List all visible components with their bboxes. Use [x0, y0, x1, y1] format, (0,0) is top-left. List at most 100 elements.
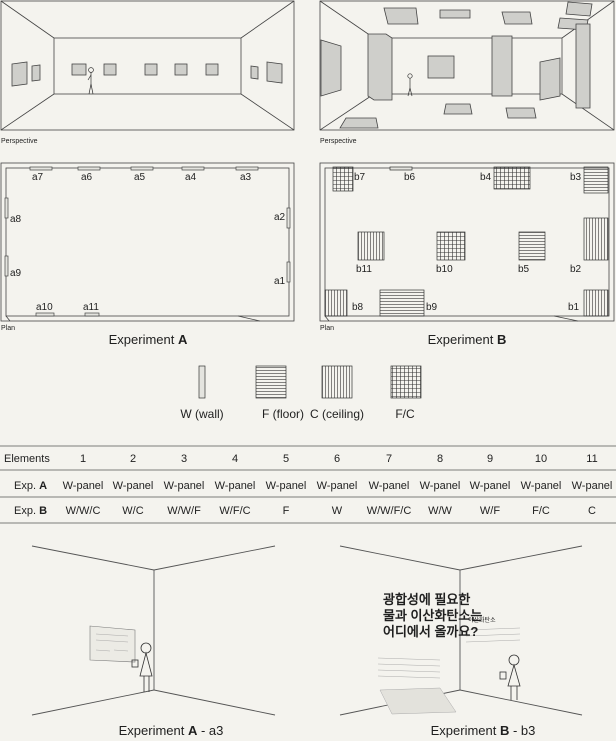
panel-b8 — [324, 289, 348, 317]
panel — [266, 61, 283, 84]
header-cell-7: 7 — [386, 453, 392, 465]
perspective-b — [319, 0, 615, 131]
row-b-cell-1: W/W/C — [66, 505, 101, 517]
label-b9: b9 — [426, 302, 438, 313]
header-cell-3: 3 — [181, 453, 187, 465]
panel — [250, 65, 259, 80]
panel — [443, 103, 473, 115]
wall-text-lines — [377, 627, 521, 679]
row-a-cell-5: W-panel — [266, 480, 307, 492]
header-cell-11: 11 — [586, 453, 597, 465]
room-view-b3 — [339, 545, 583, 716]
panel — [383, 7, 419, 25]
panel — [339, 117, 379, 129]
row-a-cell-11: W-panel — [572, 480, 613, 492]
row-a-cell-6: W-panel — [317, 480, 358, 492]
perspective-b-label: Perspective — [320, 138, 357, 145]
plan-b-label: Plan — [320, 325, 334, 332]
label-b10: b10 — [436, 264, 453, 275]
label-b1: b1 — [568, 302, 580, 313]
label-a8: a8 — [10, 214, 22, 225]
plan-a-frame — [0, 162, 295, 322]
perspective-a — [0, 0, 295, 131]
header-cell-9: 9 — [487, 453, 493, 465]
panel — [491, 35, 513, 97]
perspective-a-label: Perspective — [1, 138, 38, 145]
row-b-cell-2: W/C — [122, 505, 143, 517]
table-header-label: Elements — [4, 453, 50, 465]
row-b-cell-10: F/C — [532, 505, 550, 517]
panel-b2 — [583, 217, 609, 261]
panel — [31, 64, 41, 82]
floor-graphic — [379, 687, 457, 715]
row-b-cell-8: W/W — [428, 505, 452, 517]
legend-wall-swatch — [198, 365, 206, 399]
panel-b11 — [357, 231, 385, 261]
panel — [427, 55, 455, 79]
korean-panel-title: 이산화탄소 — [468, 616, 496, 624]
row-a-cell-9: W-panel — [470, 480, 511, 492]
person-figure — [407, 73, 413, 97]
row-b-cell-7: W/W/F/C — [367, 505, 412, 517]
label-b8: b8 — [352, 302, 364, 313]
label-a3: a3 — [240, 172, 252, 183]
korean-headline: 광합성에 필요한 물과 이산화탄소는 어디에서 올까요? — [383, 592, 482, 639]
caption-b3: Experiment B - b3 — [431, 723, 536, 738]
wall-panel-a2 — [286, 207, 291, 229]
label-b7: b7 — [354, 172, 366, 183]
header-cell-8: 8 — [437, 453, 443, 465]
row-b-cell-11: C — [588, 505, 596, 517]
panel — [505, 107, 537, 119]
label-a10: a10 — [36, 302, 53, 313]
room-view-a3 — [31, 545, 276, 716]
korean-line-1: 광합성에 필요한 — [383, 592, 470, 607]
plan-a: a7 a6 a5 a4 a3 a8 a9 a2 a1 a10 a11 — [0, 162, 295, 322]
header-cell-5: 5 — [283, 453, 289, 465]
row-a-cell-1: W-panel — [63, 480, 104, 492]
label-b2: b2 — [570, 264, 582, 275]
panel-b10 — [436, 231, 466, 261]
legend-floor-label: F (floor) — [262, 407, 304, 421]
legend — [198, 365, 422, 399]
header-cell-10: 10 — [535, 453, 547, 465]
perspective-b-back-wall — [373, 37, 563, 95]
panel — [103, 63, 117, 76]
label-a4: a4 — [185, 172, 197, 183]
panel-b5 — [518, 231, 546, 261]
panel-b6 — [389, 166, 413, 171]
label-a1: a1 — [274, 276, 286, 287]
label-a2: a2 — [274, 212, 286, 223]
wall-panel-a11 — [84, 312, 100, 317]
panel — [174, 63, 188, 76]
person-figure — [499, 654, 521, 700]
label-b6: b6 — [404, 172, 416, 183]
wall-panel-a3 — [235, 166, 259, 171]
wall-panel-a5 — [130, 166, 154, 171]
plan-b: b7 b6 b4 b3 b11 b10 b5 b2 b8 b9 b1 — [319, 162, 615, 322]
panel-b7 — [332, 166, 354, 192]
wall-panel-a1 — [286, 261, 291, 283]
panel-b1 — [583, 289, 609, 317]
row-b-label: Exp. B — [14, 505, 47, 517]
caption-a3: Experiment A - a3 — [119, 723, 224, 738]
wall-panel-a8 — [4, 197, 9, 219]
perspective-b-frame — [319, 0, 615, 131]
plan-a-label: Plan — [1, 325, 15, 332]
plan-a-inner — [5, 167, 290, 317]
row-a-label: Exp. A — [14, 480, 47, 492]
panel — [367, 33, 393, 101]
panel — [320, 39, 342, 97]
label-b5: b5 — [518, 264, 530, 275]
wall-panel-a6 — [77, 166, 101, 171]
panel — [501, 11, 533, 25]
row-b-cell-9: W/F — [480, 505, 500, 517]
label-a5: a5 — [134, 172, 146, 183]
panel-b4 — [493, 166, 531, 190]
legend-ceiling-label: C (ceiling) — [310, 407, 364, 421]
korean-line-3: 어디에서 올까요? — [383, 624, 478, 639]
wall-panel-a7 — [29, 166, 53, 171]
plan-b-frame — [319, 162, 615, 322]
perspective-b-panels — [320, 1, 593, 129]
